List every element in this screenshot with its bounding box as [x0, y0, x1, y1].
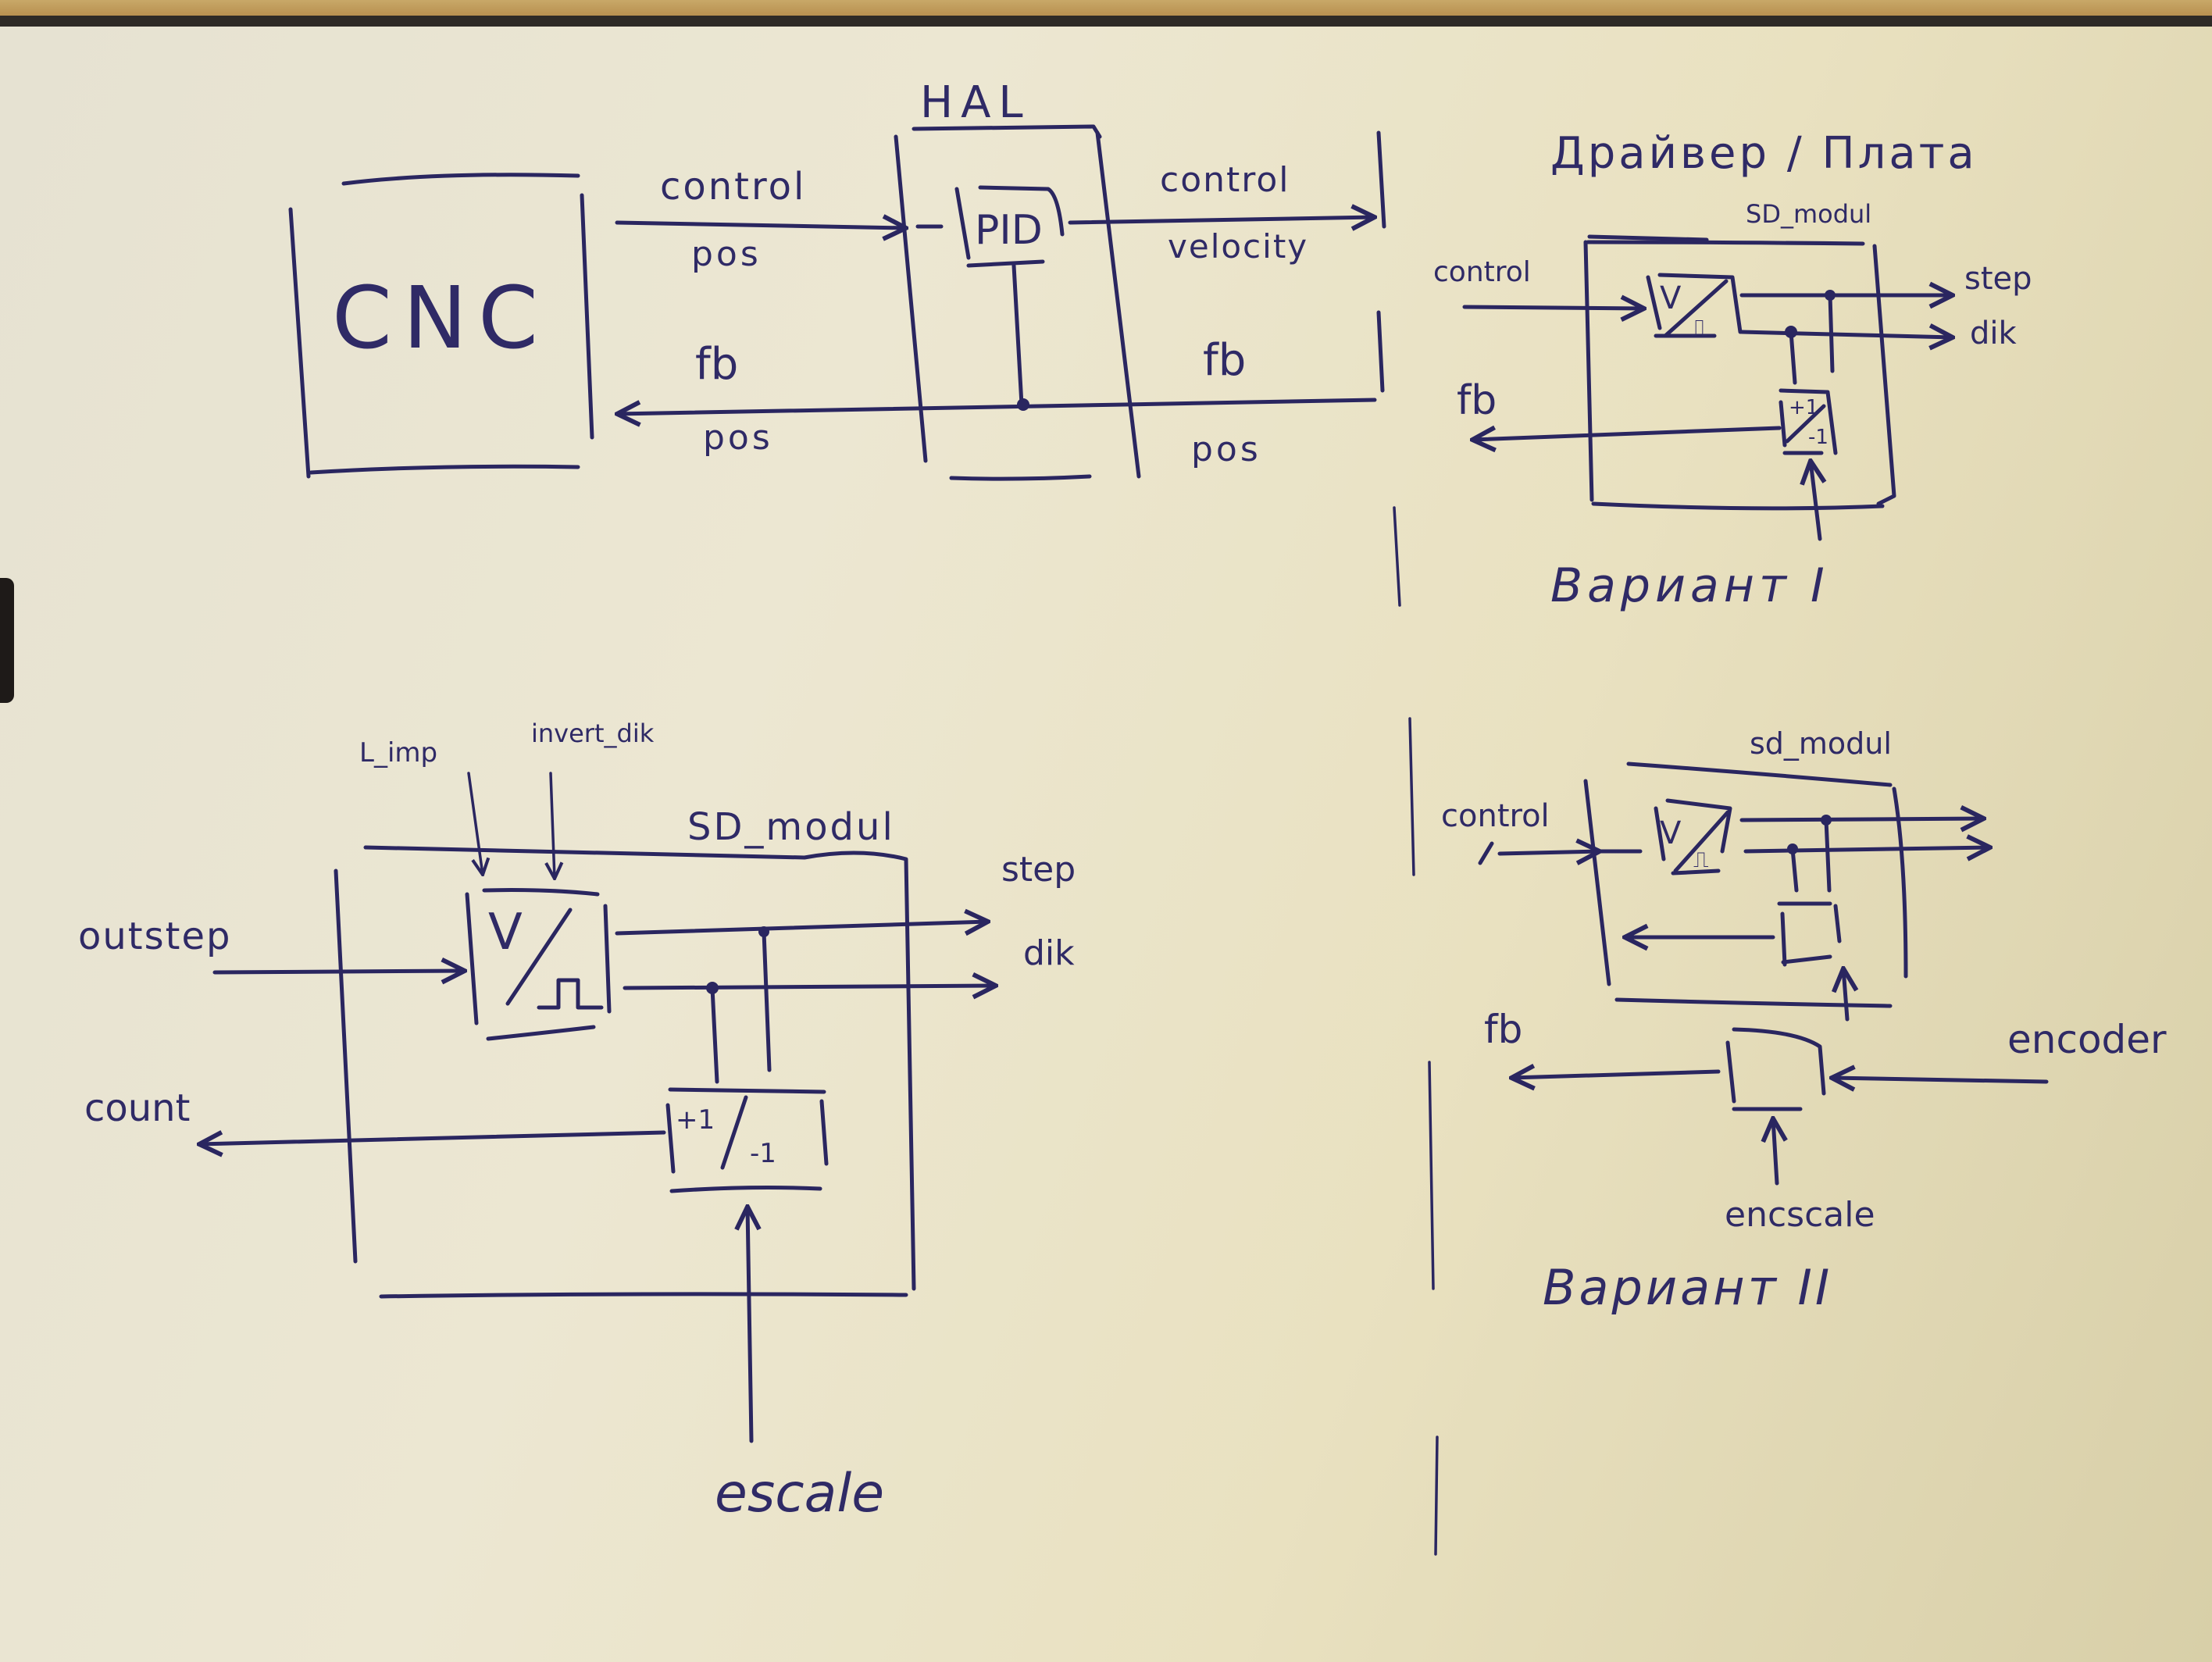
v-to-pulse-converter: V ⎍ — [1654, 798, 1732, 876]
variant-1-label: Вариант I — [1550, 558, 1829, 613]
control-out-label: control — [1160, 160, 1290, 200]
sd-modul-right — [1872, 244, 1896, 506]
count-label: count — [84, 1086, 190, 1130]
v-to-pulse-converter: V ⎍ — [1646, 273, 1743, 342]
pos-left-label: pos — [703, 418, 773, 458]
encoder-label: encoder — [2007, 1017, 2167, 1062]
encoder-arrow — [1832, 1078, 2049, 1082]
binder-clip — [0, 578, 14, 703]
v-to-pulse-converter: V — [465, 888, 612, 1041]
counter-plus-label: +1 — [676, 1104, 715, 1136]
variant-2-section: sd_modul control V ⎍ fb — [1441, 726, 2167, 1316]
encscale-label: encscale — [1725, 1195, 1875, 1235]
converter-v-label: V — [1660, 280, 1682, 316]
pid-label: PID — [975, 207, 1043, 254]
control-v2-label: control — [1441, 798, 1550, 834]
hal-block: HAL — [894, 77, 1141, 481]
dir-arrow — [623, 986, 996, 988]
notebook-edge — [0, 16, 2212, 27]
invert-dik-arrow — [551, 772, 555, 879]
converter-v-label: V — [488, 904, 523, 961]
l-imp-arrow — [467, 772, 483, 875]
fb-right-label: fb — [1203, 335, 1246, 386]
pulse-icon — [537, 978, 604, 1010]
control-input-label: control — [1433, 256, 1531, 288]
sd-modul-left — [1583, 240, 1594, 502]
sd-modul-detail-label: SD_modul — [687, 805, 895, 849]
converter-pulse-label: ⎍ — [1691, 315, 1707, 342]
junction-dot — [1017, 398, 1029, 411]
cnc-block: CNC — [288, 173, 594, 479]
step-v2-arrow — [1739, 819, 1984, 820]
sd-modul-bottom — [1614, 997, 1893, 1008]
pos-right-label: pos — [1191, 430, 1261, 469]
fb-output-label: fb — [1457, 377, 1497, 424]
cnc-label: CNC — [332, 268, 549, 368]
dir-label: dik — [1970, 316, 2018, 351]
fb-v2-label: fb — [1484, 1007, 1522, 1052]
l-imp-label: L_imp — [359, 737, 437, 769]
fb-output-arrow — [1472, 428, 1782, 440]
sd-modul-right — [1892, 786, 1908, 979]
escale-arrow — [747, 1207, 751, 1443]
sd-modul-outline-left — [334, 868, 358, 1264]
control-v2-arrow — [1497, 851, 1600, 854]
variant-1-section: Драйвер / Плата SD_modul control V ⎍ ste… — [1433, 128, 2032, 613]
step-label: step — [1001, 850, 1076, 890]
scale-arrow — [1811, 461, 1820, 541]
control-label: control — [660, 165, 806, 209]
control-pos-arrow — [615, 223, 906, 228]
counter-block — [1777, 901, 1842, 967]
wooden-table-edge — [0, 0, 2212, 16]
escale-label: escale — [715, 1463, 884, 1525]
step-label: step — [1964, 261, 2032, 297]
invert-dik-label: invert_dik — [531, 719, 655, 748]
dir-label: dik — [1023, 933, 1075, 973]
velocity-label: velocity — [1168, 227, 1308, 266]
converter-pulse-label: ⎍ — [1693, 847, 1709, 872]
sd-modul-detail-section: L_imp invert_dik SD_modul outstep V step… — [78, 719, 1076, 1525]
up-down-counter: +1 -1 — [665, 1087, 829, 1193]
paper-sheet — [0, 27, 2212, 1662]
driver-boundary-top — [1376, 130, 1386, 229]
velocity-arrow — [1068, 217, 1375, 223]
sd-modul-v2-label: sd_modul — [1750, 726, 1892, 761]
hal-label: HAL — [920, 77, 1031, 128]
counter-plus-label: +1 — [1789, 396, 1818, 419]
sd-modul-outline-bottom — [379, 1292, 908, 1299]
count-arrow — [199, 1132, 666, 1144]
step-arrow — [615, 922, 988, 933]
pid-block: PID — [915, 185, 1065, 407]
driver-boundary-mid — [1376, 310, 1385, 393]
variant-2-label: Вариант II — [1543, 1259, 1832, 1316]
page-divider — [1393, 506, 1439, 1556]
sd-modul-top — [1586, 240, 1865, 246]
cnc-hal-section: CNC control pos HAL PID control velocity — [288, 77, 1386, 481]
counter-minus-label: -1 — [750, 1138, 776, 1169]
sd-modul-top — [1626, 761, 1893, 787]
sd-modul-bottom — [1591, 501, 1885, 511]
pos-label: pos — [691, 234, 762, 274]
fb-v2-arrow — [1511, 1072, 1721, 1078]
counter-minus-label: -1 — [1808, 426, 1828, 449]
outstep-arrow — [212, 971, 465, 972]
sd-modul-left — [1583, 779, 1611, 986]
sd-modul-outline-top-right — [363, 845, 916, 1291]
up-down-counter: +1 -1 — [1779, 388, 1838, 455]
encscale-arrow — [1773, 1118, 1777, 1186]
fb-pos-arrow — [617, 398, 1377, 414]
dir-v2-arrow — [1743, 847, 1990, 851]
outstep-label: outstep — [78, 915, 231, 958]
internal-scale-arrow — [1843, 968, 1847, 1022]
control-input-arrow — [1462, 307, 1644, 309]
fb-left-label: fb — [695, 339, 738, 390]
sd-modul-label: SD_modul — [1746, 199, 1871, 229]
encoder-block — [1725, 1027, 1826, 1111]
driver-title: Драйвер / Плата — [1550, 128, 1978, 179]
dir-arrow — [1739, 332, 1953, 337]
converter-v-label: V — [1660, 815, 1682, 851]
